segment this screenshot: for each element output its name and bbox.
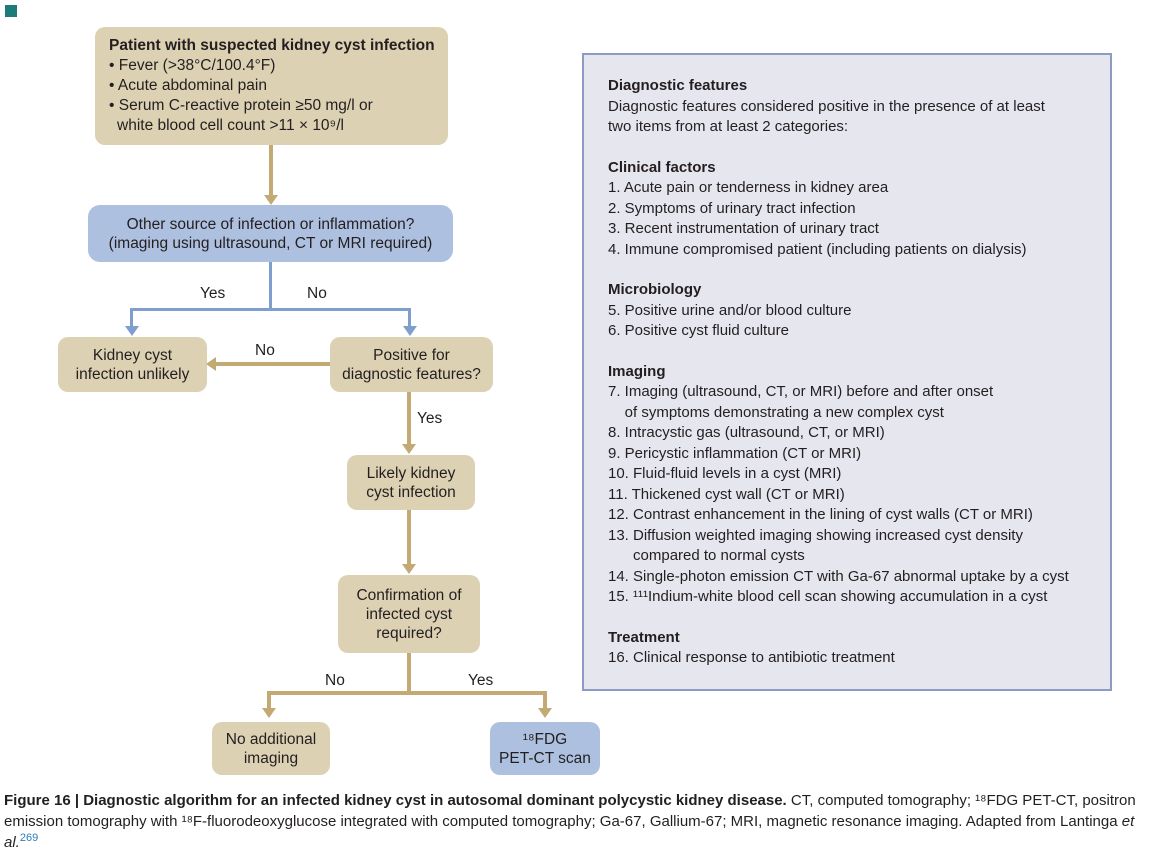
arrow-down-icon: [264, 195, 278, 205]
list-item: 3. Recent instrumentation of urinary tra…: [608, 220, 879, 237]
list-item: 10. Fluid-fluid levels in a cyst (MRI): [608, 465, 842, 482]
criterion-fever: • Fever (>38°C/100.4°F): [109, 57, 276, 74]
list-item: 7. Imaging (ultrasound, CT, or MRI) befo…: [608, 383, 994, 421]
figure-caption: Figure 16 | Diagnostic algorithm for an …: [4, 791, 1154, 853]
list-item: 11. Thickened cyst wall (CT or MRI): [608, 485, 845, 503]
list-item: 15. ¹¹¹Indium-white blood cell scan show…: [608, 588, 1048, 605]
arrow-down-icon: [262, 708, 276, 718]
section-clinical-factors: Clinical factors 1. Acute pain or tender…: [608, 158, 1086, 261]
list-item: 13. Diffusion weighted imaging showing i…: [608, 526, 1023, 565]
connector-line: [130, 308, 411, 311]
caption-et-al: et al.: [4, 812, 1135, 851]
node-petct-scan: ¹⁸FDG PET-CT scan: [490, 722, 600, 775]
arrow-left-icon: [206, 357, 216, 371]
diagnostic-features-panel: Diagnostic features Diagnostic features …: [582, 53, 1112, 691]
section-heading: Treatment: [608, 628, 680, 646]
section-heading: Microbiology: [608, 281, 702, 298]
edge-label-no: No: [255, 342, 275, 359]
criterion-wbc: white blood cell count >11 × 10⁹/l: [117, 117, 344, 134]
node-suspected-infection-title: Patient with suspected kidney cyst infec…: [109, 37, 435, 54]
connector-line: [543, 695, 547, 708]
criterion-pain: • Acute abdominal pain: [109, 77, 267, 94]
node-suspected-infection: Patient with suspected kidney cyst infec…: [95, 27, 448, 145]
caption-bold-title: Figure 16 | Diagnostic algorithm for an …: [4, 792, 787, 809]
caption-body: CT, computed tomography; ¹⁸FDG PET-CT, p…: [4, 792, 1136, 830]
arrow-down-icon: [538, 708, 552, 718]
connector-line: [408, 311, 411, 327]
list-item: 14. Single-photon emission CT with Ga-67…: [608, 567, 1069, 585]
node-no-additional-imaging: No additional imaging: [212, 722, 330, 775]
connector-line: [267, 691, 547, 695]
list-item: 16. Clinical response to antibiotic trea…: [608, 649, 895, 666]
edge-label-yes: Yes: [200, 285, 226, 302]
reference-link[interactable]: 269: [19, 831, 39, 844]
panel-title: Diagnostic features: [608, 77, 748, 94]
list-item: 2. Symptoms of urinary tract infection: [608, 199, 856, 217]
section-imaging: Imaging 7. Imaging (ultrasound, CT, or M…: [608, 362, 1086, 608]
section-treatment: Treatment 16. Clinical response to antib…: [608, 628, 1086, 669]
arrow-down-icon: [402, 564, 416, 574]
connector-line: [407, 510, 411, 565]
node-other-source: Other source of infection or inflammatio…: [88, 205, 453, 262]
connector-line: [216, 362, 330, 366]
criterion-crp: • Serum C-reactive protein ≥50 mg/l or: [109, 97, 373, 114]
section-heading: Clinical factors: [608, 158, 716, 176]
list-item: 5. Positive urine and/or blood culture: [608, 301, 852, 319]
list-item: 9. Pericystic inflammation (CT or MRI): [608, 444, 862, 462]
arrow-down-icon: [125, 326, 139, 336]
edge-label-yes: Yes: [417, 410, 443, 427]
list-item: 12. Contrast enhancement in the lining o…: [608, 506, 1033, 523]
edge-label-no: No: [325, 672, 345, 689]
list-item: 6. Positive cyst fluid culture: [608, 322, 789, 339]
section-heading: Imaging: [608, 362, 666, 380]
list-item: 4. Immune compromised patient (including…: [608, 240, 1027, 258]
corner-marker: [5, 5, 17, 17]
list-item: 1. Acute pain or tenderness in kidney ar…: [608, 179, 889, 196]
section-microbiology: Microbiology 5. Positive urine and/or bl…: [608, 280, 1086, 342]
edge-label-yes: Yes: [468, 672, 494, 689]
panel-subtitle: Diagnostic features considered positive …: [608, 97, 1045, 136]
connector-line: [407, 392, 411, 445]
node-likely-infection: Likely kidney cyst infection: [347, 455, 475, 510]
connector-line: [407, 653, 411, 695]
arrow-down-icon: [403, 326, 417, 336]
node-positive-features: Positive for diagnostic features?: [330, 337, 493, 392]
arrow-down-icon: [402, 444, 416, 454]
connector-line: [269, 145, 273, 196]
edge-label-no: No: [307, 285, 327, 302]
list-item: 8. Intracystic gas (ultrasound, CT, or M…: [608, 424, 885, 441]
connector-line: [130, 311, 133, 327]
node-confirmation-required: Confirmation of infected cyst required?: [338, 575, 480, 653]
node-infection-unlikely: Kidney cyst infection unlikely: [58, 337, 207, 392]
connector-line: [269, 262, 272, 310]
connector-line: [267, 695, 271, 708]
